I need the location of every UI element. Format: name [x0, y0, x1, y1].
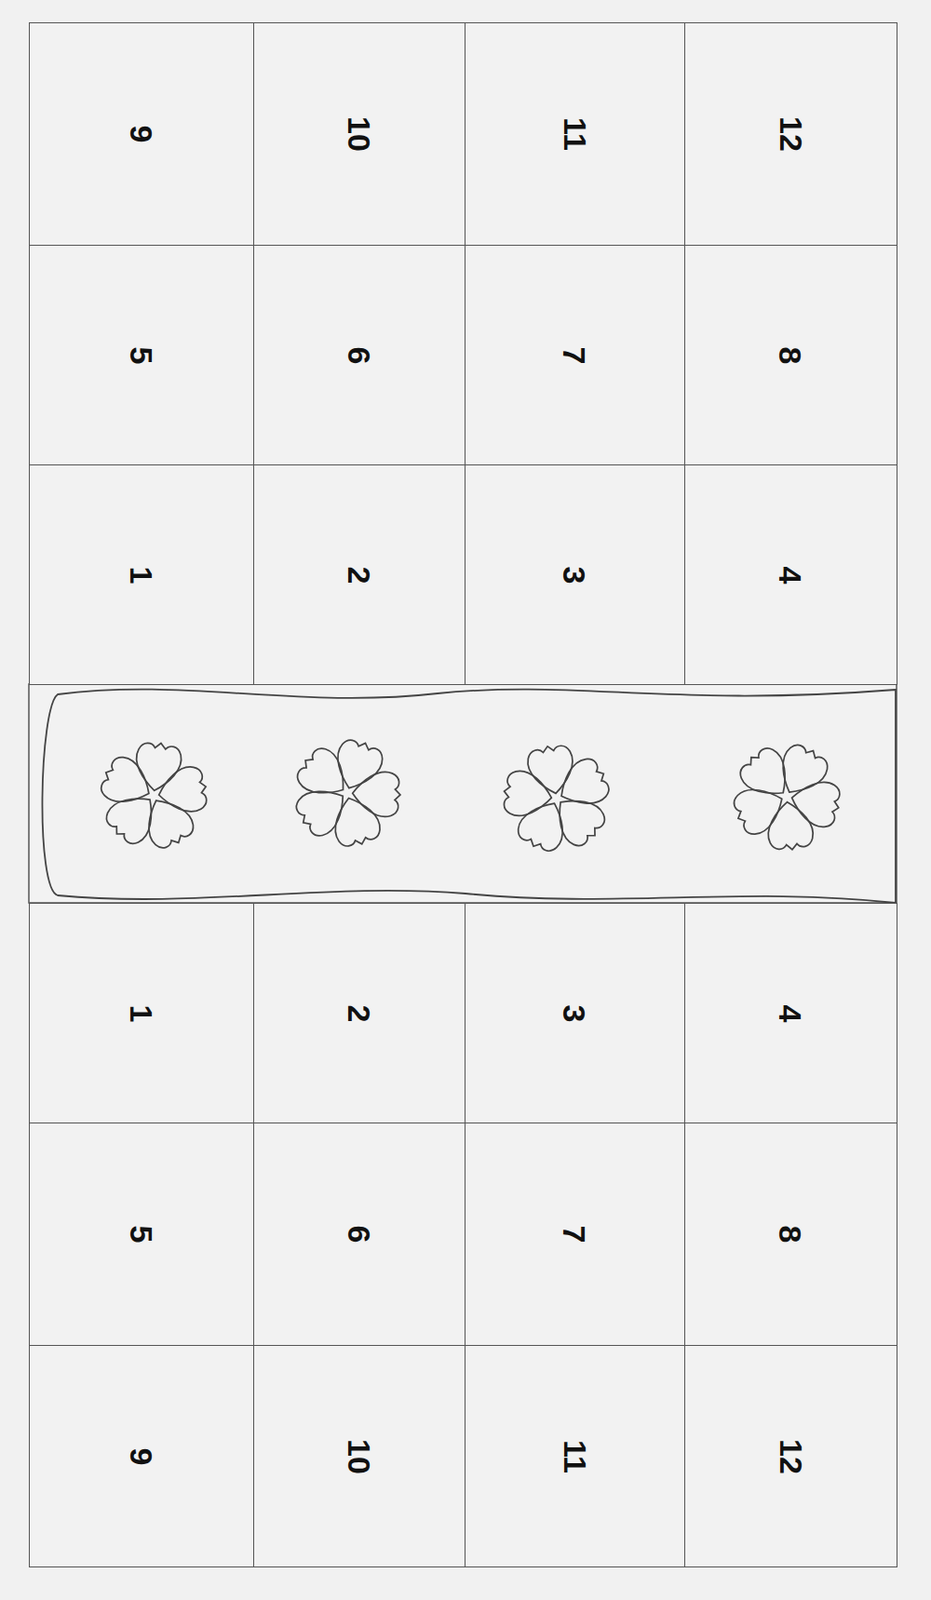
- flower-petal: [728, 778, 791, 839]
- numbered-square: 9: [28, 22, 255, 246]
- flower-petal: [351, 770, 402, 818]
- numbered-square: 10: [253, 1345, 466, 1568]
- square-number: 8: [774, 1226, 807, 1244]
- flower-petal: [765, 799, 815, 852]
- square-number: 4: [774, 566, 807, 584]
- square-number: 1: [125, 566, 158, 584]
- numbered-square: 10: [253, 22, 466, 246]
- numbered-square: 2: [253, 464, 466, 686]
- flower-petal: [290, 777, 355, 842]
- flower-petal: [132, 740, 184, 794]
- square-number: 7: [558, 346, 591, 365]
- numbered-square: 2: [253, 903, 466, 1124]
- square-number: 12: [774, 116, 807, 152]
- square-number: 5: [125, 346, 158, 365]
- numbered-square: 7: [464, 244, 686, 466]
- flower-petal: [544, 786, 610, 852]
- numbered-square: 11: [464, 1345, 686, 1568]
- square-number: 10: [343, 116, 376, 152]
- flower-petal: [291, 742, 357, 808]
- square-number: 9: [125, 125, 158, 144]
- square-number: 10: [343, 1439, 376, 1475]
- square-number: 6: [343, 346, 376, 365]
- numbered-square: 5: [28, 244, 255, 466]
- square-number: 4: [774, 1004, 807, 1023]
- square-number: 11: [558, 1440, 591, 1474]
- numbered-square: 3: [464, 464, 686, 686]
- square-number: 1: [125, 1004, 158, 1023]
- square-number: 8: [774, 346, 807, 365]
- square-number: 11: [558, 117, 591, 151]
- numbered-square: 12: [684, 22, 898, 246]
- square-number: 3: [558, 1004, 591, 1023]
- flowers: [95, 735, 844, 857]
- numbered-square: 1: [28, 903, 255, 1124]
- square-number: 12: [774, 1439, 807, 1475]
- flower-petal: [512, 794, 575, 857]
- numbered-square: 4: [684, 903, 898, 1124]
- flower-petal: [326, 792, 383, 851]
- square-number: 2: [343, 1004, 376, 1023]
- numbered-square: 6: [253, 1122, 466, 1347]
- square-number: 2: [343, 566, 376, 584]
- numbered-square: 3: [464, 903, 686, 1124]
- numbered-square: 7: [464, 1122, 686, 1347]
- numbered-square: 5: [28, 1122, 255, 1347]
- flower-petal: [95, 752, 159, 814]
- wavy-band: [41, 689, 896, 904]
- band-frame: [28, 684, 897, 904]
- numbered-square: 12: [684, 1345, 898, 1568]
- square-number: 6: [343, 1226, 376, 1244]
- square-number: 5: [125, 1226, 158, 1244]
- square-number: 7: [558, 1226, 591, 1244]
- square-number: 9: [125, 1447, 158, 1466]
- flower-petal: [734, 742, 800, 809]
- numbered-square: 6: [253, 244, 466, 466]
- flower-petal: [787, 776, 844, 831]
- square-number: 3: [558, 566, 591, 584]
- numbered-square: 8: [684, 244, 898, 466]
- numbered-square: 8: [684, 1122, 898, 1347]
- numbered-square: 1: [28, 464, 255, 686]
- flower-petal: [500, 769, 554, 821]
- numbered-square: 11: [464, 22, 686, 246]
- numbered-square: 9: [28, 1345, 255, 1568]
- numbered-square: 4: [684, 464, 898, 686]
- flower-petal: [100, 783, 166, 850]
